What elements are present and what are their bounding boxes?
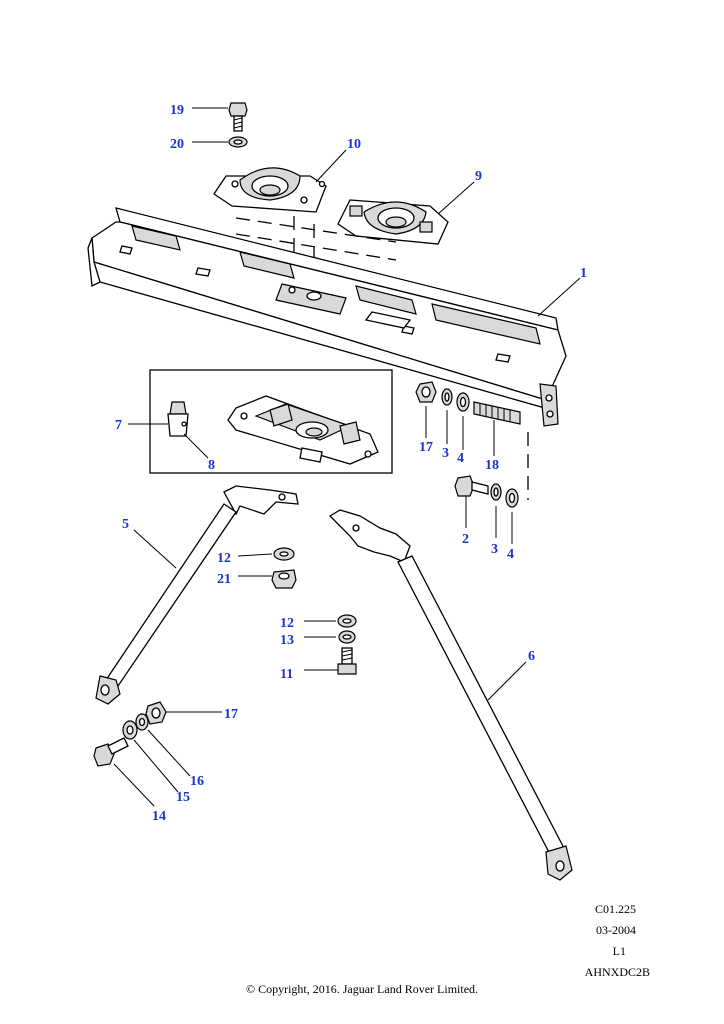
callout-5: 5 — [122, 517, 129, 532]
callout-3-top: 3 — [442, 446, 449, 461]
callout-8: 8 — [208, 458, 215, 473]
callout-12-lower: 12 — [280, 616, 294, 631]
nut-17-lower — [145, 701, 167, 725]
callout-17-lower: 17 — [224, 707, 238, 722]
callout-1: 1 — [580, 266, 587, 281]
washer-13 — [338, 630, 356, 644]
callout-12-upper: 12 — [217, 551, 231, 566]
washer-4-top — [456, 392, 470, 412]
leader-lines — [113, 107, 581, 807]
copyright-notice: © Copyright, 2016. Jaguar Land Rover Lim… — [245, 982, 479, 996]
callout-4-lower: 4 — [507, 547, 514, 562]
callout-14: 14 — [152, 809, 166, 824]
mount-plate-9 — [337, 199, 449, 245]
callout-10: 10 — [347, 137, 361, 152]
nut-17-top — [415, 381, 437, 403]
callout-9: 9 — [475, 169, 482, 184]
washer-3-lower — [490, 483, 502, 501]
crossmember-1 — [87, 207, 567, 427]
callout-labels: 19 20 10 9 1 7 8 17 3 4 18 2 3 4 5 6 12 … — [115, 103, 587, 824]
washer-12-upper — [273, 547, 295, 561]
callout-6: 6 — [528, 649, 535, 664]
illustration-code: AHNXDC2B — [584, 965, 650, 979]
nut-21 — [271, 569, 297, 589]
stay-rod-5 — [95, 485, 299, 705]
callout-11: 11 — [280, 667, 293, 682]
callout-4-top: 4 — [457, 451, 464, 466]
washer-3-top — [441, 388, 453, 406]
callout-13: 13 — [280, 633, 294, 648]
mount-plate-10 — [213, 167, 327, 213]
washer-4-lower — [505, 488, 519, 508]
washer-12-lower — [337, 614, 357, 628]
callout-21: 21 — [217, 572, 231, 587]
stay-rod-6 — [328, 509, 573, 881]
clamp-8 — [167, 401, 189, 437]
reference-number: C01.225 — [594, 902, 636, 916]
washer-16 — [135, 713, 149, 731]
bolt-14 — [93, 737, 129, 767]
callout-20: 20 — [170, 137, 184, 152]
callout-3-lower: 3 — [491, 542, 498, 557]
inset-box — [149, 369, 393, 474]
callout-7: 7 — [115, 418, 122, 433]
washer-20 — [228, 136, 248, 148]
bolt-11 — [337, 647, 357, 675]
callout-19: 19 — [170, 103, 184, 118]
bolt-2 — [454, 475, 489, 497]
level-code: L1 — [612, 944, 626, 958]
revision-date: 03-2004 — [596, 923, 636, 937]
callout-15: 15 — [176, 790, 190, 805]
washer-15 — [122, 720, 138, 740]
stud-18 — [473, 401, 521, 425]
callout-18: 18 — [485, 458, 499, 473]
callout-16: 16 — [190, 774, 204, 789]
callout-17-top: 17 — [419, 440, 433, 455]
bolt-19 — [228, 102, 248, 132]
callout-2: 2 — [462, 532, 469, 547]
